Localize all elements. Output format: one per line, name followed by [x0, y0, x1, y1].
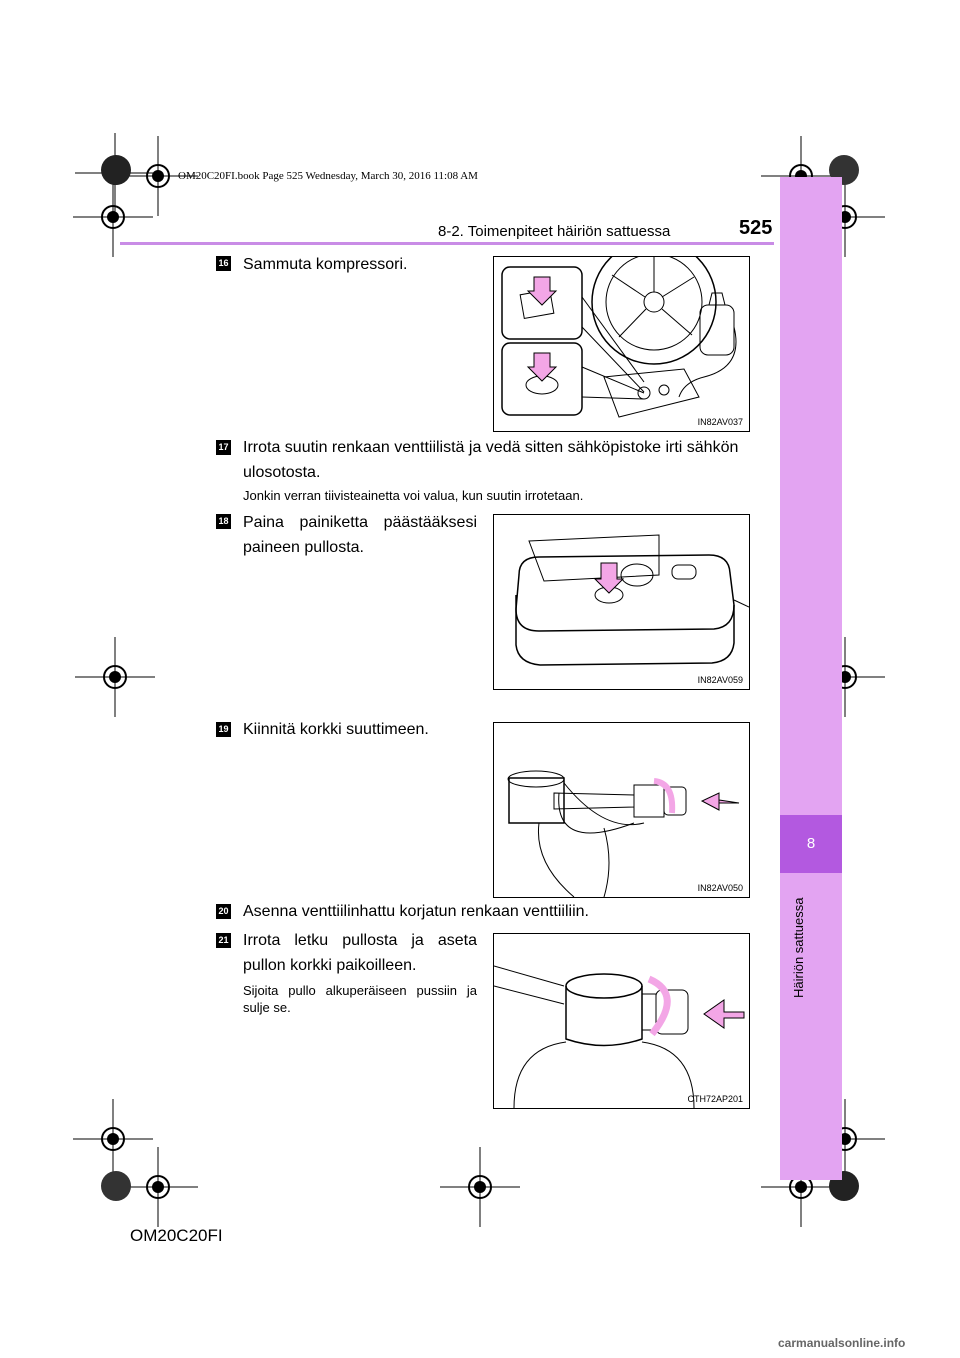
step-number-16: 16	[216, 256, 231, 271]
starburst-mark-bottom-left	[101, 1171, 131, 1201]
book-info: OM20C20FI.book Page 525 Wednesday, March…	[178, 170, 478, 182]
registration-mark-top-left-3	[68, 172, 158, 262]
figure-compressor-off: IN82AV037	[493, 256, 750, 432]
figure-code-18: IN82AV059	[697, 675, 743, 685]
registration-mark-bottom-left	[68, 1094, 158, 1184]
registration-mark-mid-left	[70, 632, 160, 722]
page-number: 525	[739, 217, 773, 239]
step-text-18: Paina painiketta päästääksesi paineen pu…	[243, 514, 477, 556]
step-number-17: 17	[216, 440, 231, 455]
figure-code-21: CTH72AP201	[687, 1094, 743, 1104]
registration-mark-bottom-left-2	[113, 1142, 203, 1232]
figure-release-pressure: IN82AV059	[493, 514, 750, 690]
figure-attach-cap: IN82AV050	[493, 722, 750, 898]
step-text-19: Kiinnitä korkki suuttimeen.	[243, 721, 429, 738]
figure-code-16: IN82AV037	[697, 417, 743, 427]
step-note-21: Sijoita pullo alkuperäiseen pussiin ja s…	[243, 983, 477, 1015]
watermark: carmanualsonline.info	[778, 1336, 906, 1350]
step-number-20: 20	[216, 904, 231, 919]
step-text-21: Irrota letku pullosta ja aseta pullon ko…	[243, 932, 477, 974]
chapter-number: 8	[780, 815, 842, 873]
step-text-20: Asenna venttiilinhattu korjatun renkaan …	[243, 903, 589, 920]
figure-bottle-cap: CTH72AP201	[493, 933, 750, 1109]
section-title: 8-2. Toimenpiteet häiriön sattuessa	[438, 223, 671, 240]
starburst-mark-top-left	[101, 155, 131, 185]
chapter-label-container: Häiriön sattuessa	[789, 880, 809, 1000]
chapter-tab-band	[780, 177, 842, 1180]
footer-code: OM20C20FI	[130, 1226, 223, 1245]
step-note-17: Jonkin verran tiivisteainetta voi valua,…	[243, 488, 584, 503]
figure-code-19: IN82AV050	[697, 883, 743, 893]
registration-mark-top-left-2	[113, 131, 203, 221]
chapter-label: Häiriön sattuessa	[791, 897, 806, 998]
step-number-19: 19	[216, 722, 231, 737]
header-rule	[120, 242, 774, 245]
step-text-17: Irrota suutin renkaan venttiilistä ja ve…	[243, 439, 739, 481]
step-text-16: Sammuta kompressori.	[243, 256, 408, 273]
step-number-18: 18	[216, 514, 231, 529]
step-number-21: 21	[216, 933, 231, 948]
registration-mark-bottom-center	[435, 1142, 525, 1232]
